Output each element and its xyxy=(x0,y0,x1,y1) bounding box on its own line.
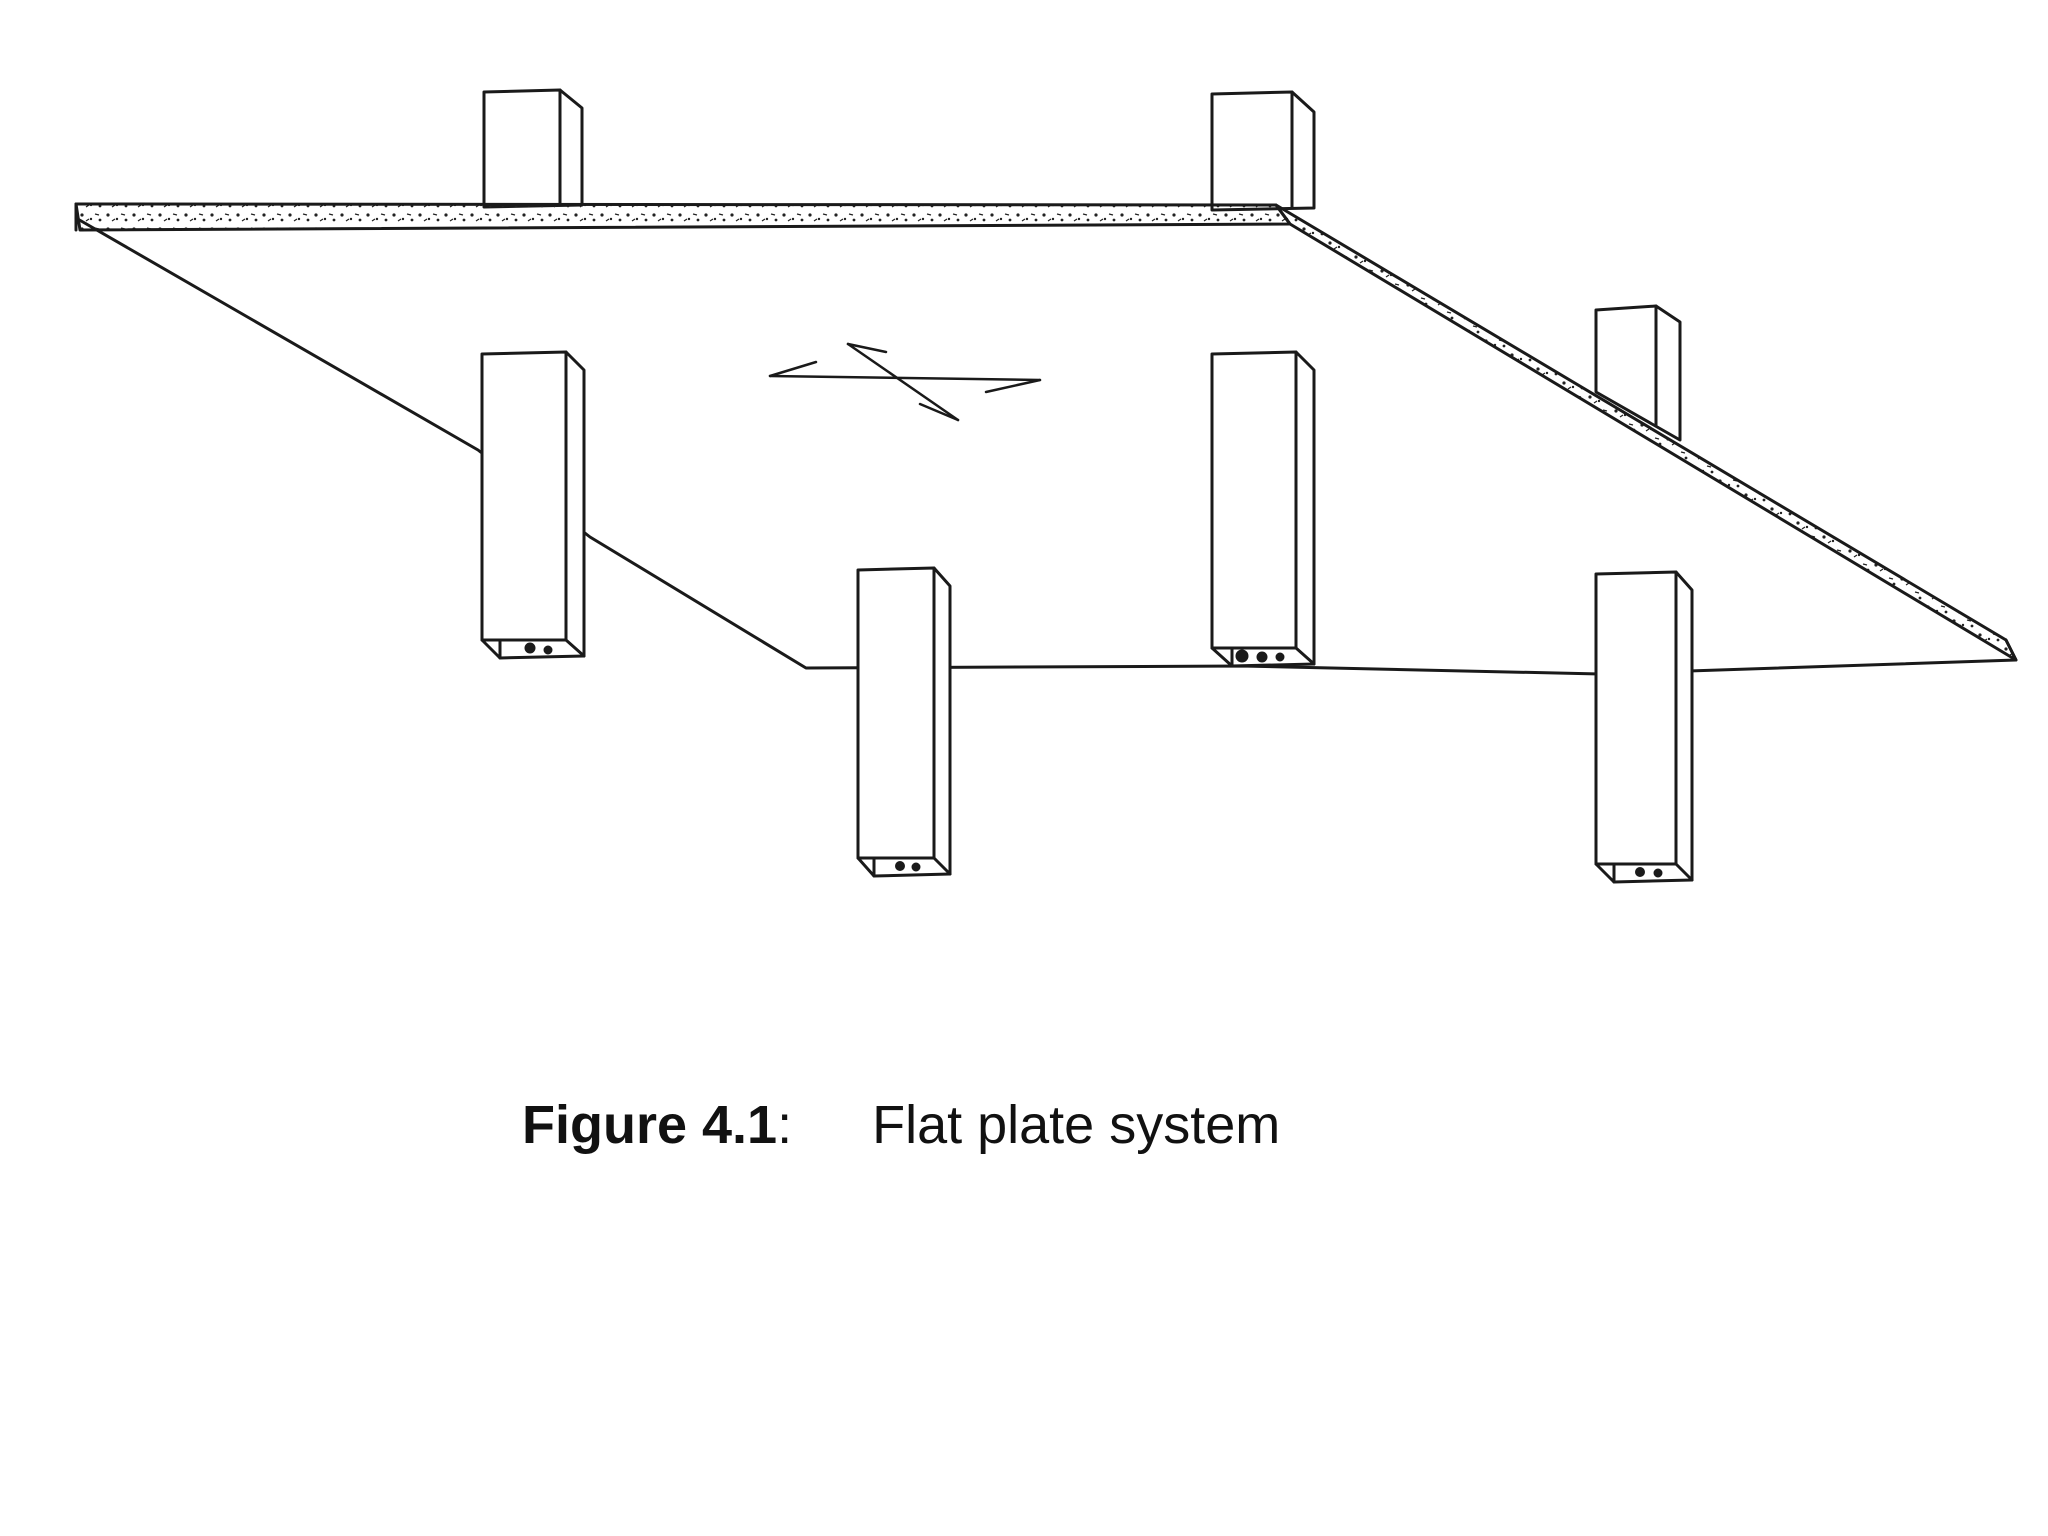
lower-column-front-right xyxy=(1594,570,1694,884)
caption-label: Figure 4.1 xyxy=(522,1095,778,1155)
lower-column-back-center xyxy=(1210,350,1316,668)
lower-column-back-left xyxy=(480,350,586,660)
caption-separator: : xyxy=(777,1095,793,1155)
flat-plate-slab xyxy=(74,202,2018,676)
figure-caption: Figure 4.1: Flat plate system xyxy=(522,1098,1280,1152)
lower-column-front-left xyxy=(856,566,952,878)
span-direction-arrows xyxy=(768,342,1042,422)
upper-column-left xyxy=(482,88,584,209)
upper-column-right xyxy=(1210,90,1316,212)
upper-column-far-right xyxy=(1594,304,1682,442)
caption-text: Flat plate system xyxy=(872,1095,1281,1155)
